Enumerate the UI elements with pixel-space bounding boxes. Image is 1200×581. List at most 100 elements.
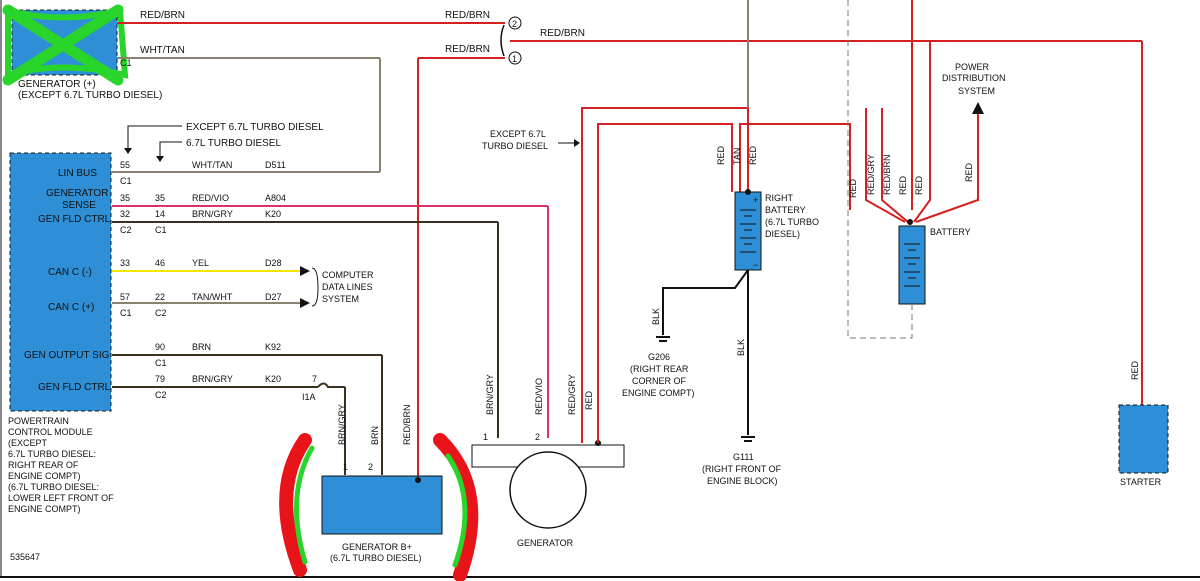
computer-data-1: COMPUTER (322, 270, 374, 280)
row1-circuit: A804 (265, 193, 286, 203)
g111-label-1: G111 (733, 452, 754, 462)
battery-box (898, 225, 926, 305)
bat-wire-labels: RED RED/GRY RED/BRN RED RED (848, 154, 924, 198)
wire-blk-g206 (662, 269, 749, 335)
generator-pin-2: 2 (535, 432, 540, 442)
red-annotation-left (279, 433, 312, 577)
row5-color: BRN (192, 342, 211, 352)
row6-circuit: K20 (265, 374, 281, 384)
connector-7-label: 7 (312, 374, 317, 384)
wire-red-gry-gen (581, 107, 749, 443)
row4-color: TAN/WHT (192, 292, 233, 302)
row4-circuit: D27 (265, 292, 282, 302)
splice-2-label: 2 (512, 19, 517, 29)
row4-c2: C2 (155, 308, 167, 318)
gen-b-wire-brn-gry: BRN/GRY (337, 404, 347, 445)
pcm-pin-gen-fld-ctrl2: GEN FLD CTRL (38, 382, 111, 393)
green-annotation-left (294, 445, 315, 565)
g206-label-3: CORNER OF (632, 376, 687, 386)
gen-wire-brn-gry: BRN/GRY (485, 374, 495, 415)
generator-circle (509, 451, 587, 529)
rb-label-3: (6.7L TURBO (765, 217, 819, 227)
generator-b-plus-box (321, 475, 443, 535)
rb-label-4: DIESEL) (765, 229, 800, 239)
battery-cells (904, 243, 920, 287)
rb-wire-tan: TAN (732, 148, 742, 165)
wire-label-red-brn-4: RED/BRN (540, 28, 585, 39)
pcm-box (9, 152, 112, 412)
gen-wire-red-vio: RED/VIO (534, 378, 544, 415)
wire-label-red-brn-1: RED/BRN (140, 10, 185, 21)
row6-color: BRN/GRY (192, 374, 233, 384)
wire-red-brn-bat (881, 108, 909, 223)
splice-2-circle (508, 16, 522, 30)
g111-ground-symbol (741, 436, 755, 442)
g206-ground-symbol (656, 336, 670, 342)
row0-circuit: D511 (265, 160, 286, 170)
splice-bracket (500, 24, 505, 57)
blk-label-1: BLK (651, 308, 661, 325)
gen-plus-label-1: GENERATOR (+) (18, 79, 96, 90)
battery-dashed-enclosure (847, 0, 913, 339)
can-minus-arrow (300, 266, 310, 276)
pcm-name-line-5: ENGINE COMPT) (8, 471, 81, 481)
battery-label: BATTERY (930, 227, 971, 237)
wire-red-gry-bat (865, 108, 906, 223)
wire-red-bat-right (913, 41, 931, 223)
wire-red-gen (597, 123, 733, 443)
splice-1-circle (508, 51, 522, 65)
rb-label-2: BATTERY (765, 205, 806, 215)
bat-wire-red-3: RED (914, 175, 924, 195)
row3-circuit: D28 (265, 258, 282, 268)
pin-c1-label: C1 (120, 58, 132, 68)
rb-positive-terminal (745, 189, 751, 195)
rb-wire-labels: RED TAN RED (716, 145, 758, 165)
pcm-name-line-7: LOWER LEFT FRONT OF (8, 493, 114, 503)
gen-plus-label-2: (EXCEPT 6.7L TURBO DIESEL) (18, 90, 162, 101)
rb-cells (740, 209, 756, 253)
gen-b-wire-labels: BRN/GRY BRN RED/BRN (337, 404, 412, 445)
except-67-label: EXCEPT 6.7L TURBO DIESEL (186, 122, 324, 133)
bat-wire-red-brn: RED/BRN (882, 154, 892, 195)
can-plus-arrow (300, 298, 310, 308)
rb-wire-red-1: RED (716, 145, 726, 165)
gen-b-plus-terminal (415, 477, 421, 483)
only-arrow-head (156, 156, 164, 162)
row4-c1: C1 (120, 308, 132, 318)
pcm-name-line-3: 6.7L TURBO DIESEL: (8, 449, 96, 459)
rb-wire-red-2: RED (748, 145, 758, 165)
pcm-name: POWERTRAIN CONTROL MODULE (EXCEPT 6.7L T… (8, 416, 114, 514)
row2-pin-b: 14 (155, 209, 165, 219)
diagram-id: 535647 (10, 552, 40, 562)
row1-pin-a: 35 (120, 193, 130, 203)
battery-positive-terminal (907, 219, 913, 225)
row4-pin-b: 22 (155, 292, 165, 302)
pcm-pin-gen-fld-ctrl: GEN FLD CTRL (38, 214, 111, 225)
power-dist-arrow (972, 102, 984, 114)
row3-color: YEL (192, 258, 209, 268)
row6-c2: C2 (155, 390, 167, 400)
power-dist-label-1: POWER (955, 62, 990, 72)
gen-b-plus-label-2: (6.7L TURBO DIESEL) (330, 553, 422, 563)
row5-pin-b: 90 (155, 342, 165, 352)
wire-label-wht-tan: WHT/TAN (140, 45, 185, 56)
except-arrow-line (127, 125, 182, 150)
bat-wire-red-1: RED (848, 178, 858, 198)
gen-b-pin-2: 2 (368, 462, 373, 472)
connector-i1a-symbol (317, 382, 345, 388)
gen-b-wire-brn: BRN (370, 426, 380, 445)
power-dist-label-2: DISTRIBUTION (942, 73, 1006, 83)
pcm-pin-can-plus: CAN C (+) (48, 302, 94, 313)
except-arrow-head (124, 148, 132, 154)
pcm-name-line-1: CONTROL MODULE (8, 427, 93, 437)
computer-data-2: DATA LINES (322, 282, 373, 292)
wire-label-red-brn-2: RED/BRN (445, 10, 490, 21)
pcm-name-line-8: ENGINE COMPT) (8, 504, 81, 514)
row1-color: RED/VIO (192, 193, 229, 203)
right-battery-box (734, 191, 762, 271)
bat-wire-red-2: RED (898, 175, 908, 195)
pcm-name-line-6: (6.7L TURBO DIESEL: (8, 482, 99, 492)
row0-color: WHT/TAN (192, 160, 232, 170)
row3-pin-a: 33 (120, 258, 130, 268)
